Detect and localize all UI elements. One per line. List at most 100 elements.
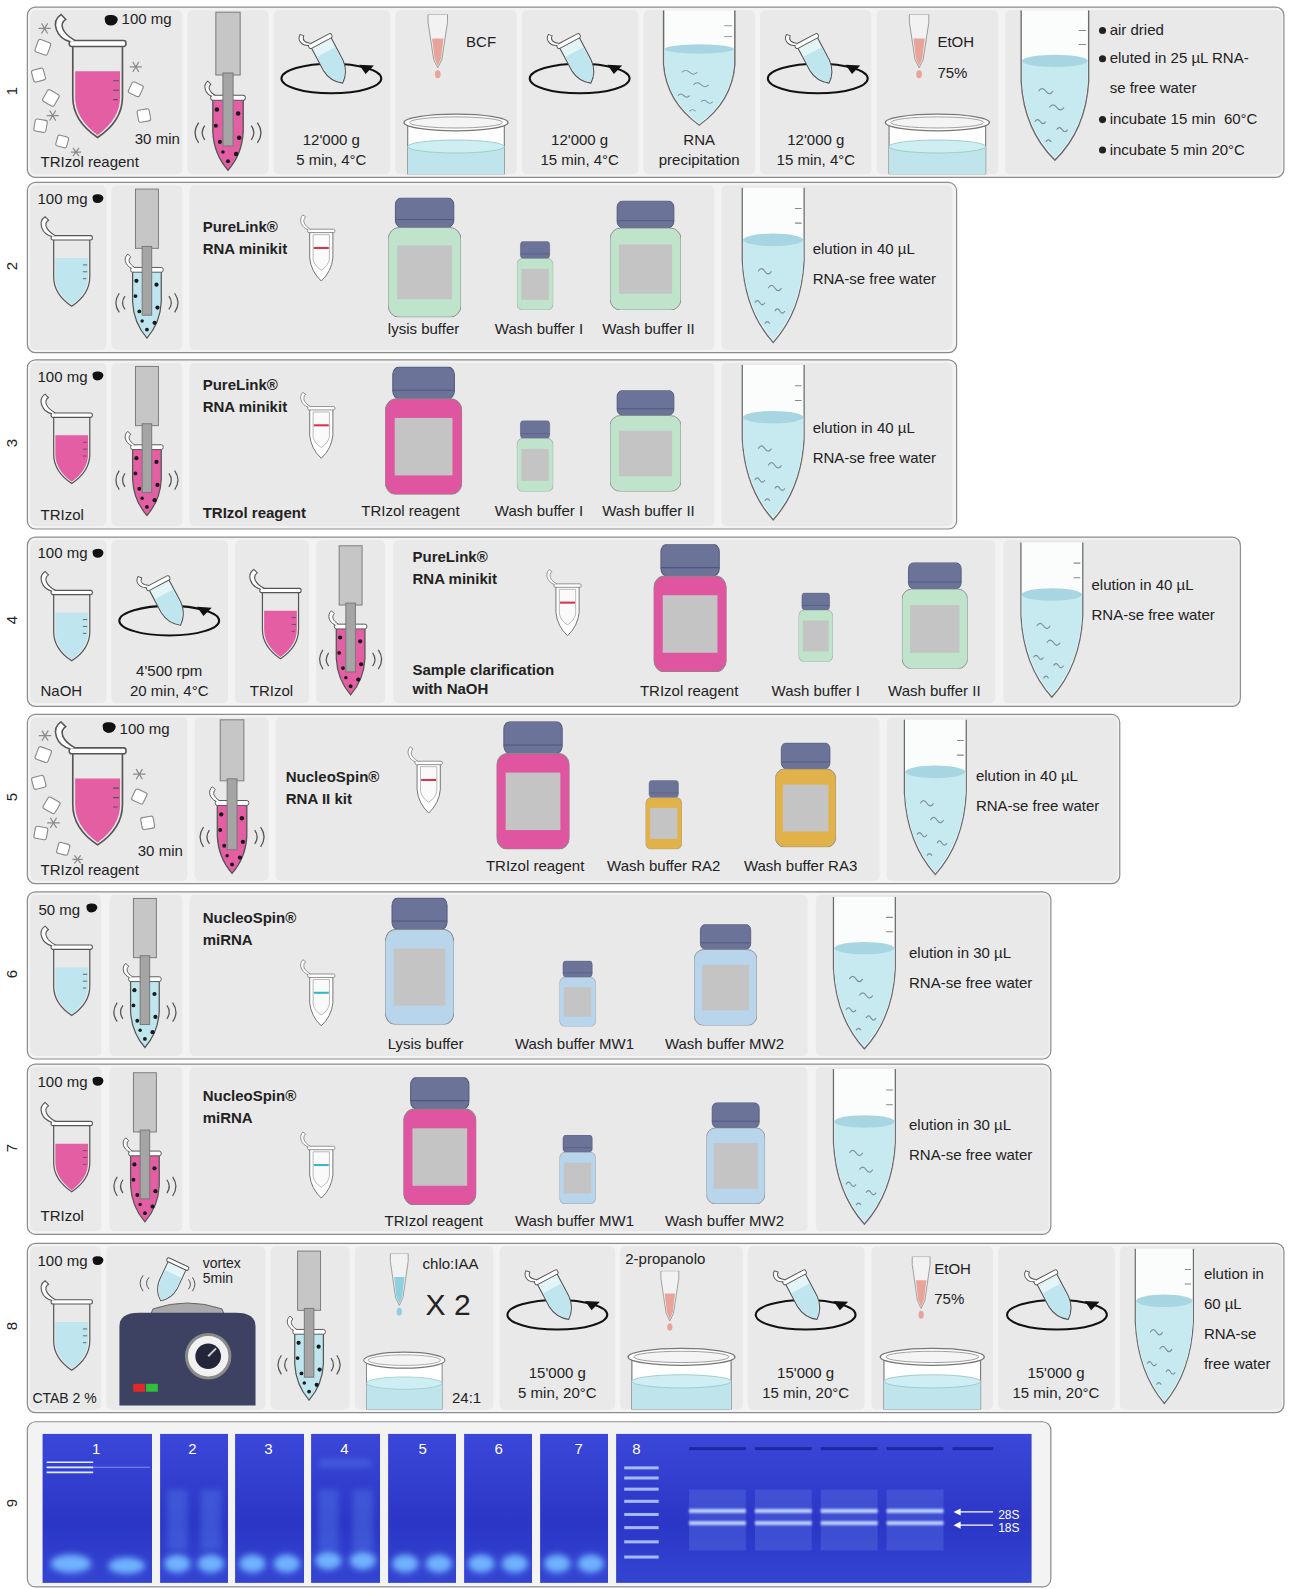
step-cell: BCF <box>395 10 517 174</box>
step-cell: 100 mg 30 minTRIzol reagent <box>30 717 187 880</box>
text-holder: Wash buffer MW1 <box>509 1212 641 1230</box>
step-label: 5 min, 20°C <box>518 1384 597 1402</box>
row-number: 1 <box>3 87 21 95</box>
step-cell: elution in 60 µL RNA-se free water <box>1120 1246 1282 1409</box>
text-holder: 100 mg <box>37 368 87 386</box>
step-label: Lysis buffer <box>388 1035 464 1053</box>
text-holder: BCF <box>466 33 496 51</box>
text-holder: CTAB 2 % <box>32 1389 96 1407</box>
row-number: 8 <box>3 1322 21 1330</box>
step-label: 15'000 g <box>777 1364 834 1382</box>
step-cell: elution in 40 µL RNA-se free water <box>721 363 952 526</box>
text-holder: 100 mg <box>120 720 170 738</box>
text-holder: incubate 5 min 20°C <box>1110 135 1245 165</box>
step-cell: 2-propanolo <box>620 1246 743 1409</box>
step-cell: TRIzol <box>235 540 309 703</box>
step-label: TRIzol reagent <box>203 504 306 522</box>
text-holder: 100 mg <box>37 1073 87 1091</box>
text-holder: Wash buffer I <box>488 320 589 338</box>
step-label: 20 min, 4°C <box>130 682 209 700</box>
text-holder: PureLink® RNA minikit <box>412 546 498 590</box>
row-8-illustration <box>41 1248 1193 1409</box>
text-holder: NucleoSpin® miRNA <box>203 907 315 951</box>
step-label: NucleoSpin® miRNA <box>203 1085 315 1129</box>
text-holder: TRIzol reagent <box>378 1212 490 1230</box>
row-number: 5 <box>3 793 21 801</box>
text-holder: TRIzol reagent <box>40 153 138 171</box>
step-label: TRIzol reagent <box>640 682 738 700</box>
step-cell: 12'000 g15 min, 4°C <box>522 10 639 174</box>
step-label: Wash buffer MW2 <box>665 1212 784 1230</box>
step-label: elution in 40 µL RNA-se free water <box>976 761 1113 821</box>
step-label: 75% <box>937 64 967 82</box>
row-2-illustration <box>41 188 804 343</box>
lane-label: 8 <box>632 1440 640 1458</box>
step-label: Wash buffer II <box>888 682 981 700</box>
step-label: Sample clarification with NaOH <box>412 660 574 698</box>
step-cell: PureLink® RNA minikitTRIzol reagentTRIzo… <box>189 363 714 526</box>
text-holder: 6 <box>3 962 21 986</box>
step-label: Wash buffer II <box>602 320 695 338</box>
step-label: vortex 5min <box>203 1256 256 1286</box>
step-label: elution in 40 µL RNA-se free water <box>1091 570 1231 630</box>
step-cell: EtOH75% <box>871 1246 993 1409</box>
text-holder: 100 mg <box>37 190 87 208</box>
step-cell: NucleoSpin® miRNA TRIzol reagent Wash buff… <box>189 1067 807 1231</box>
step-label: 100 mg <box>122 10 172 28</box>
protocol-panel: 2100 mgPureLink® RNA minikitlysis buffer… <box>27 182 956 352</box>
step-cell: 15'000 g 5 min, 20°C <box>500 1246 616 1409</box>
step-label: elution in 30 µL RNA-se free water <box>909 1110 1046 1170</box>
step-label: 100 mg <box>37 1252 87 1270</box>
step-cell: 12'000 g5 min, 4°C <box>274 10 391 174</box>
step-label: Wash buffer I <box>772 682 860 700</box>
step-label: elution in 60 µL RNA-se free water <box>1204 1259 1280 1379</box>
text-holder: TRIzol reagent <box>40 861 138 879</box>
text-holder: 2-propanolo <box>625 1250 705 1268</box>
step-label: elution in 40 µL RNA-se free water <box>813 234 950 294</box>
text-holder: 3 <box>3 431 21 455</box>
text-holder: 100 mg <box>37 544 87 562</box>
text-holder: 15'000 g <box>502 1364 614 1382</box>
step-label: 30 min <box>138 842 183 860</box>
step-label: 4'500 rpm <box>136 662 202 680</box>
text-holder: 24:1 <box>452 1389 481 1407</box>
gel-image: 2 <box>160 1434 228 1583</box>
text-holder: EtOH <box>937 33 974 51</box>
step-label: Wash buffer MW2 <box>665 1035 784 1053</box>
gel-image: 7 <box>540 1434 608 1583</box>
text-holder: Wash buffer MW2 <box>659 1035 791 1053</box>
text-holder: 12'000 g <box>760 131 872 149</box>
gel-image: 3 <box>235 1434 304 1583</box>
protocol-panel: 91234567828S18S <box>27 1422 1051 1587</box>
step-cell: 50 mg <box>30 895 101 1056</box>
row-1-illustration <box>31 10 1106 174</box>
step-label: 100 mg <box>120 720 170 738</box>
step-cell: 4'500 rpm 20 min, 4°C <box>111 540 228 703</box>
text-holder: 15 min, 20°C <box>749 1384 863 1402</box>
step-label: 2-propanolo <box>625 1250 705 1268</box>
step-label: CTAB 2 % <box>32 1390 96 1407</box>
step-label: 5 min, 4°C <box>296 151 366 169</box>
step-label: 12'000 g <box>787 131 844 149</box>
row-number: 6 <box>3 970 21 978</box>
text-holder: 2 <box>3 254 21 278</box>
text-holder: elution in 40 µL RNA-se free water <box>1091 570 1231 630</box>
step-cell: PureLink® RNA minikitlysis bufferWash bu… <box>189 185 714 349</box>
lane-label: 18S <box>998 1522 1019 1535</box>
text-holder: Wash buffer MW2 <box>659 1212 791 1230</box>
text-holder: elution in 30 µL RNA-se free water <box>909 1110 1046 1170</box>
row-3-illustration <box>41 365 804 520</box>
text-holder: 4 <box>3 608 21 632</box>
text-holder: 5 min, 4°C <box>276 151 388 169</box>
step-label: 100 mg <box>37 544 87 562</box>
text-holder: 2 <box>177 1440 207 1458</box>
text-holder: TRIzol reagent <box>633 682 745 700</box>
step-label: 75% <box>934 1290 964 1308</box>
text-holder: 100 mg <box>37 1252 87 1270</box>
text-holder: Wash buffer RA2 <box>602 857 726 875</box>
lane-label: 1 <box>92 1440 100 1458</box>
text-holder: 15 min, 4°C <box>524 151 636 169</box>
text-holder: vortex 5min <box>203 1256 256 1286</box>
lane-label: 4 <box>340 1440 348 1458</box>
